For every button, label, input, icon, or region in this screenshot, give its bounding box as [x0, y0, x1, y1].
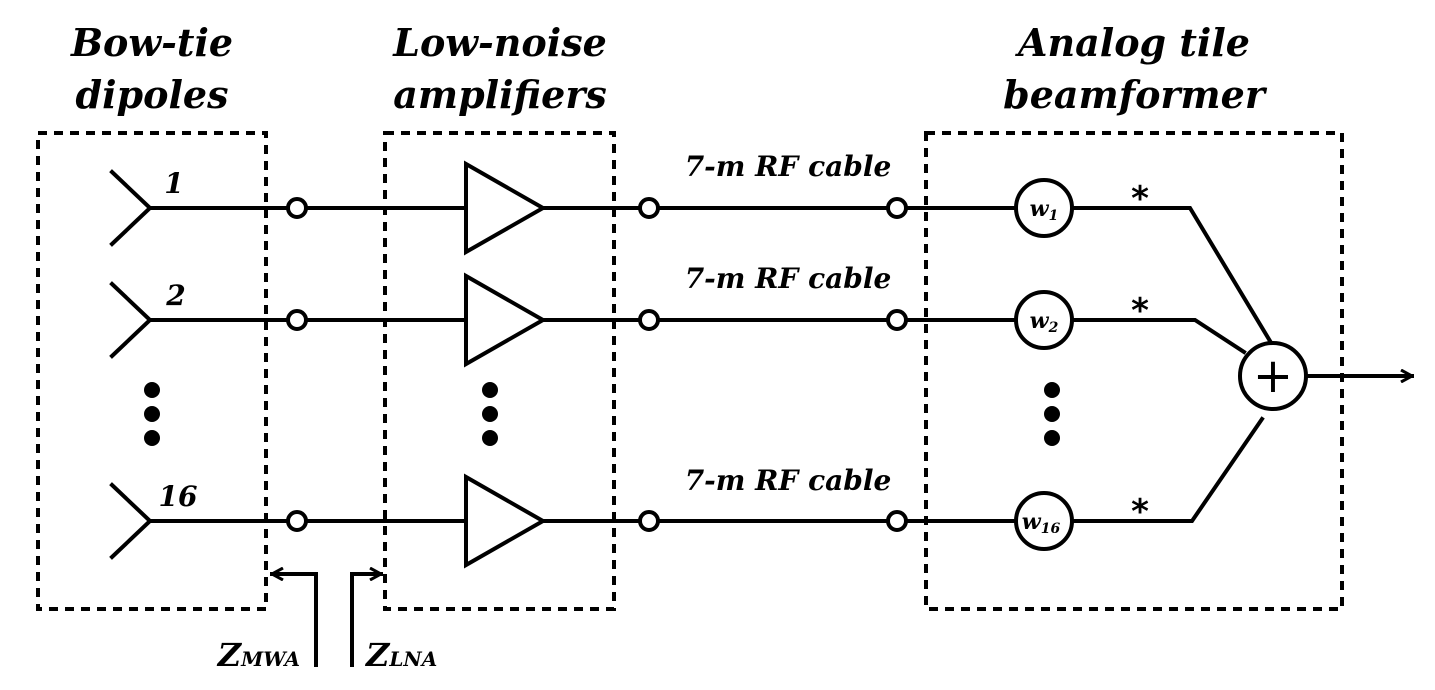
heading-lna-line2: amplifiers — [393, 72, 607, 117]
channel-number: 1 — [164, 167, 183, 200]
cable-label: 7-m RF cable — [685, 262, 892, 295]
z-mwa-arrow — [270, 574, 318, 667]
conjugate-star: * — [1131, 179, 1149, 219]
heading-beamformer-line1: Analog tile — [1015, 20, 1250, 65]
weight-label: w2 — [1030, 308, 1059, 336]
heading-dipoles: Bow-tie dipoles — [70, 20, 233, 117]
z-lna-arrow — [350, 574, 383, 667]
heading-lna: Low-noise amplifiers — [392, 20, 607, 117]
amplifier-icon — [464, 473, 548, 569]
weight-to-sum-line — [1070, 206, 1273, 344]
channel-16: w16 * 16 7-m RF cable — [109, 416, 1265, 569]
ellipsis-dipoles — [144, 382, 160, 446]
dipoles-box — [36, 131, 268, 611]
cable-label: 7-m RF cable — [685, 464, 892, 497]
weight-to-sum-line — [1070, 416, 1265, 523]
port-circle — [886, 309, 908, 331]
port-circle — [286, 309, 308, 331]
bowtie-dipole-icon — [109, 169, 153, 247]
ellipsis-beamformer — [1044, 382, 1060, 446]
conjugate-star: * — [1131, 492, 1149, 532]
z-lna-label: ZLNA — [364, 636, 437, 674]
port-circle — [286, 197, 308, 219]
conjugate-star: * — [1131, 291, 1149, 331]
heading-beamformer-line2: beamformer — [1003, 72, 1268, 117]
port-circle — [638, 510, 660, 532]
channel-number: 2 — [165, 279, 185, 312]
ellipsis-lna — [482, 382, 498, 446]
port-circle — [286, 510, 308, 532]
port-circle — [638, 309, 660, 331]
lna-box — [383, 131, 616, 611]
amplifier-icon — [464, 272, 548, 368]
channel-1: w1 * 1 7-m RF cable — [109, 150, 1273, 344]
beamformer-box — [924, 131, 1344, 611]
weight-label: w1 — [1030, 196, 1059, 224]
channel-number: 16 — [159, 480, 198, 513]
bowtie-dipole-icon — [109, 482, 153, 560]
cable-label: 7-m RF cable — [685, 150, 892, 183]
port-circle — [638, 197, 660, 219]
plus-icon: + — [1253, 348, 1293, 404]
channel-2: w2 * 2 7-m RF cable — [109, 262, 1247, 368]
heading-dipoles-line1: Bow-tie — [70, 20, 233, 65]
weight-to-sum-line — [1070, 318, 1247, 355]
amplifier-icon — [464, 160, 548, 256]
weight-label: w16 — [1022, 509, 1061, 537]
bowtie-dipole-icon — [109, 281, 153, 359]
port-circle — [886, 510, 908, 532]
z-mwa-label: ZMWA — [216, 636, 300, 674]
heading-lna-line1: Low-noise — [392, 20, 607, 65]
heading-dipoles-line2: dipoles — [76, 72, 229, 117]
port-circle — [886, 197, 908, 219]
heading-beamformer: Analog tile beamformer — [1003, 20, 1268, 117]
